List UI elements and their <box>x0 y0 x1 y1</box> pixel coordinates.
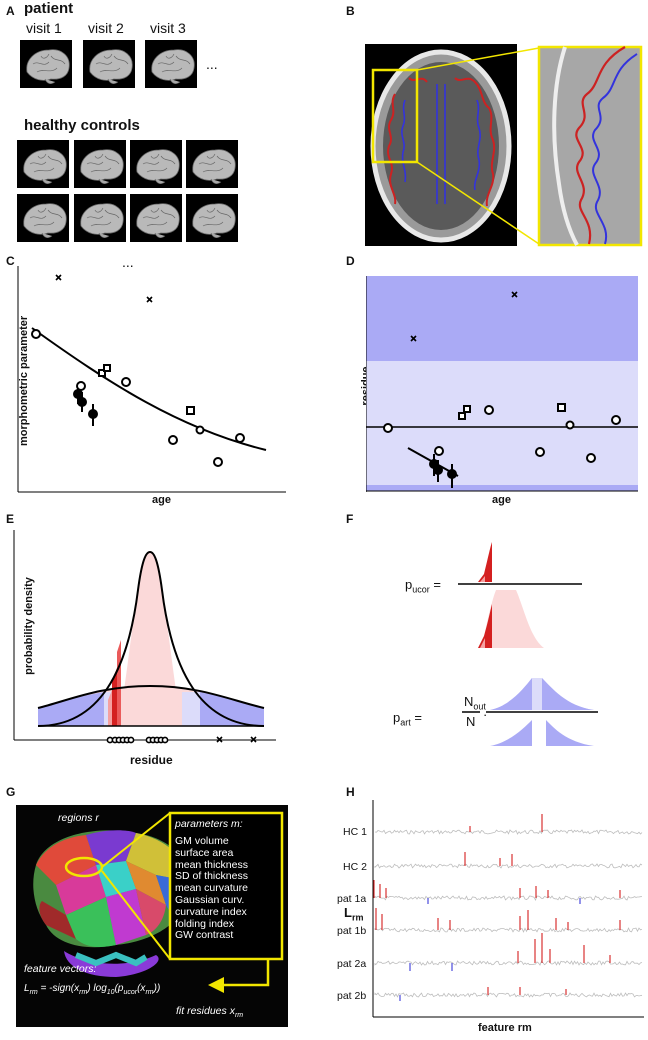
param-sd-thickness: SD of thickness <box>175 870 248 883</box>
panel-d-xlabel: age <box>492 494 511 506</box>
param-mean-thickness: mean thickness <box>175 858 248 871</box>
control-brain-row2 <box>17 194 238 242</box>
panel-c-patient <box>73 381 98 426</box>
p-ucor-denominator-density <box>478 590 544 648</box>
panel-e-right-tail <box>200 692 264 726</box>
n-label: N <box>466 714 476 729</box>
panel-label-e: E <box>6 512 15 526</box>
row-label-hc2: HC 2 <box>343 861 367 873</box>
mri-white-contour <box>401 84 481 204</box>
p-art-numerator-tails <box>490 678 594 710</box>
regions-label: regions r <box>58 812 99 824</box>
feature-vectors-label: feature vectors: <box>24 963 97 975</box>
param-curvature-index: curvature index <box>175 905 247 918</box>
lrm-formula: Lrm = -sign(xrm) log10(pucor(xrm)) <box>24 983 161 996</box>
controls-ellipsis: ... <box>122 254 134 270</box>
panel-c-outliers <box>55 274 153 303</box>
panel-e-narrow-gaussian <box>37 550 265 727</box>
row-label-pat1b: pat 1b <box>337 925 367 937</box>
panel-e-plot <box>13 530 276 744</box>
n-out-label: Nout <box>464 694 486 712</box>
params-list: GM volume surface area mean thickness SD… <box>175 835 248 942</box>
panel-e-left-tail <box>38 692 104 726</box>
visit-1-label: visit 1 <box>26 20 62 36</box>
panel-e-residue-points <box>106 736 257 744</box>
panel-d-controls <box>383 403 621 463</box>
parameters-box <box>168 811 284 961</box>
healthy-controls-title: healthy controls <box>24 117 140 134</box>
panel-label-h: H <box>346 785 355 799</box>
panel-e-wide-gaussian <box>37 684 265 709</box>
panel-label-d: D <box>346 254 355 268</box>
patient-brain-3 <box>145 40 197 88</box>
dot-operator: · <box>483 707 488 722</box>
panel-d-outlier-band <box>366 276 638 361</box>
panel-label-g: G <box>6 785 16 799</box>
p-ucor-label: pucor = <box>405 577 441 595</box>
panel-h-ylabel: Lrm <box>344 905 364 923</box>
panel-d-outliers <box>410 291 518 342</box>
param-gw-contrast: GW contrast <box>175 929 234 942</box>
param-gaussian-curv: Gaussian curv. <box>175 893 245 906</box>
panel-h-plot <box>372 800 644 1018</box>
panel-c-xlabel: age <box>152 494 171 506</box>
trace-row <box>374 908 643 933</box>
panel-label-b: B <box>346 4 355 18</box>
brain-thumbnails <box>17 40 238 242</box>
panel-d-plot <box>366 276 638 492</box>
temporal-lobe <box>64 951 159 977</box>
row-label-pat2b: pat 2b <box>337 990 367 1002</box>
control-brain-row1 <box>17 140 238 188</box>
trace-row <box>374 987 643 1001</box>
panel-g-surface <box>33 811 284 993</box>
param-folding-index: folding index <box>175 917 234 930</box>
panel-h-xlabel: feature rm <box>478 1022 532 1034</box>
param-surface-area: surface area <box>175 846 234 859</box>
trace-row <box>373 880 643 904</box>
patient-brain-1 <box>20 40 72 88</box>
visits-ellipsis: ... <box>206 56 218 72</box>
visit-2-label: visit 2 <box>88 20 124 36</box>
trace-row <box>374 933 643 971</box>
panel-label-c: C <box>6 254 15 268</box>
zoomed-pial-contour <box>575 46 626 245</box>
panel-c-plot <box>17 266 286 493</box>
zoom-line-top <box>416 47 540 71</box>
zoom-line-bottom <box>416 161 540 245</box>
params-title: parameters m: <box>175 818 243 830</box>
p-ucor-numerator-tail <box>478 542 492 582</box>
panel-d-normal-band <box>366 361 638 485</box>
visit-3-label: visit 3 <box>150 20 186 36</box>
fit-residues-label: fit residues xrm <box>176 1005 244 1020</box>
panel-e-narrow-fill <box>118 552 182 726</box>
mri-panel <box>365 44 643 247</box>
panel-label-a: A <box>6 4 15 18</box>
panel-f-shapes <box>458 542 598 746</box>
row-label-hc1: HC 1 <box>343 826 367 838</box>
param-gm-volume: GM volume <box>175 835 229 847</box>
zoom-box <box>371 68 419 164</box>
patient-brain-2 <box>83 40 135 88</box>
param-mean-curvature: mean curvature <box>175 882 248 895</box>
trace-row <box>374 852 643 869</box>
patient-title: patient <box>24 0 74 17</box>
p-art-label: part = <box>393 710 422 728</box>
row-label-pat2a: pat 2a <box>337 958 367 970</box>
panel-c-fit-curve <box>31 327 267 451</box>
panel-label-f: F <box>346 512 354 526</box>
zoomed-white-contour <box>592 53 638 245</box>
row-label-pat1a: pat 1a <box>337 893 367 905</box>
trace-row <box>374 814 643 835</box>
panel-e-xlabel: residue <box>130 753 173 767</box>
p-art-denominator-tails <box>490 720 594 746</box>
arrow-head <box>208 977 224 993</box>
panel-c-controls <box>31 329 245 467</box>
panel-d-patient <box>407 446 459 488</box>
